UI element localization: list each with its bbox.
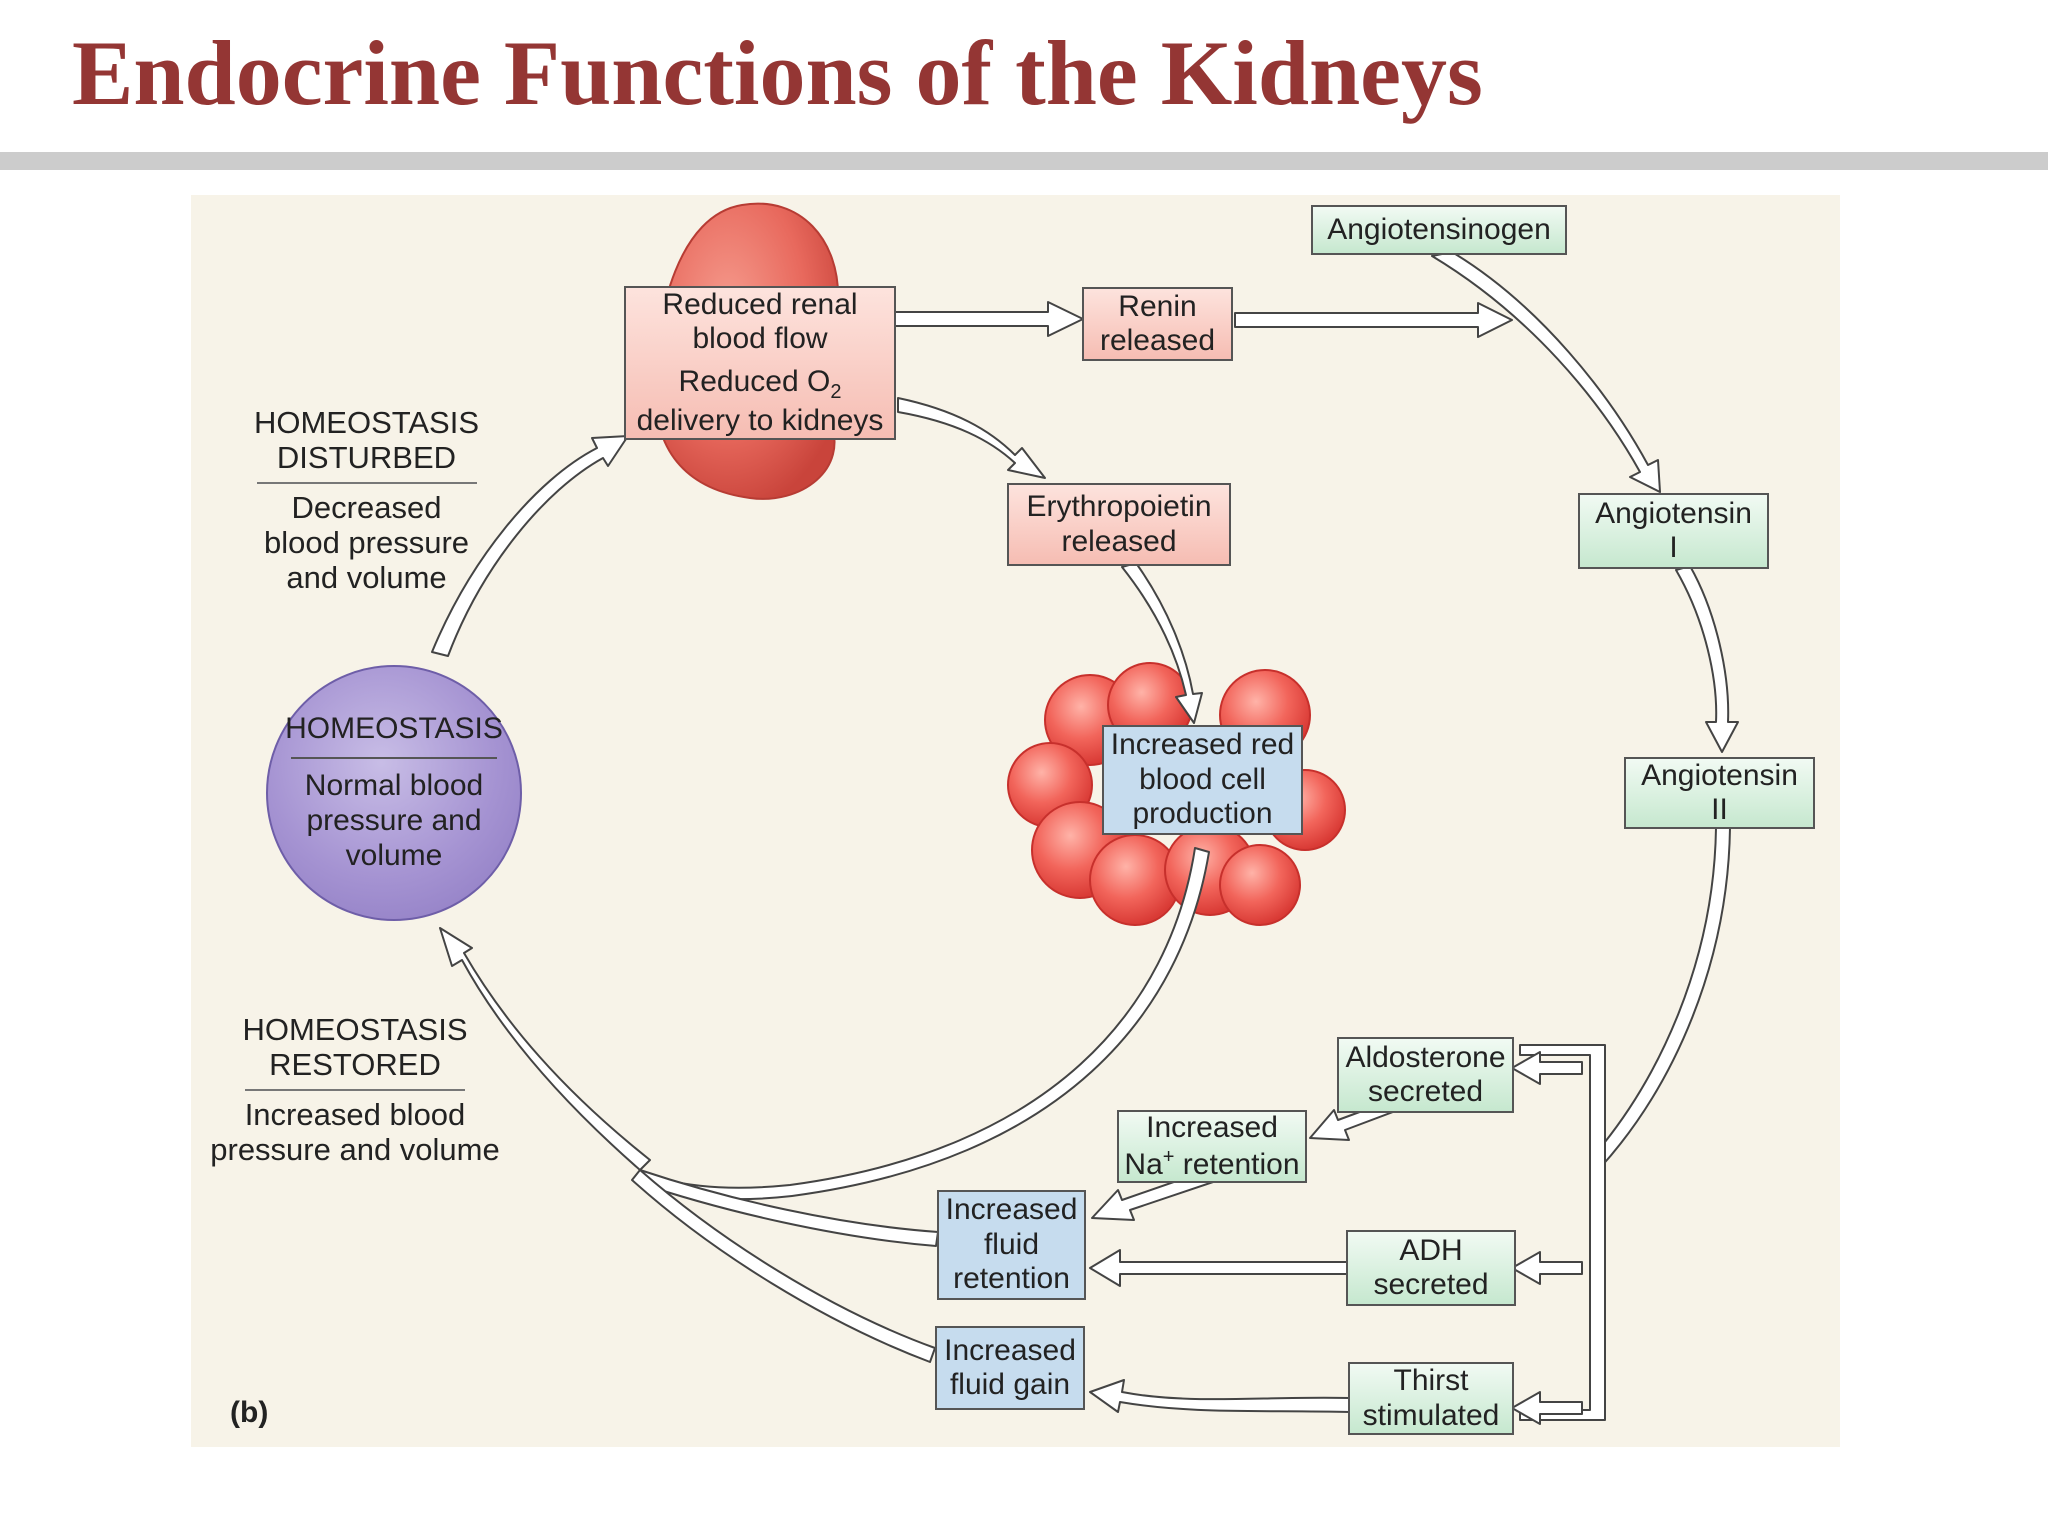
adh-line-1: ADH xyxy=(1399,1233,1463,1267)
homeostasis-body-line-3: volume xyxy=(345,838,443,872)
reduced-o2-line-2: delivery to kidneys xyxy=(636,403,884,437)
fluid-retention-box: Increased fluid retention xyxy=(937,1190,1086,1300)
homeostasis-rule xyxy=(290,757,498,760)
reduced-flow-line-2: blood flow xyxy=(692,322,828,356)
fluid-retention-line-1: Increased xyxy=(945,1193,1078,1227)
homeostasis-heading: HOMEOSTASIS xyxy=(285,712,503,746)
homeostasis-disturbed-label: HOMEOSTASIS DISTURBED Decreased blood pr… xyxy=(244,405,489,596)
renin-box: Renin released xyxy=(1082,287,1233,361)
angiotensinogen-box: Angiotensinogen xyxy=(1311,205,1567,255)
reduced-flow-box: Reduced renal blood flow Reduced O2 deli… xyxy=(624,286,896,440)
erythropoietin-box: Erythropoietin released xyxy=(1007,483,1231,566)
na-retention-box: Increased Na+ retention xyxy=(1117,1110,1307,1183)
adh-box: ADH secreted xyxy=(1346,1230,1516,1306)
aldosterone-line-1: Aldosterone xyxy=(1345,1040,1506,1074)
reduced-o2-line-1: Reduced O2 xyxy=(678,364,842,403)
arrow-homeostasis-to-kidney xyxy=(431,435,629,657)
restored-body-line-1: Increased blood xyxy=(244,1096,466,1132)
angiotensin-2-line-1: Angiotensin xyxy=(1641,758,1798,792)
arrow-to-erythropoietin xyxy=(897,397,1046,479)
restored-rule xyxy=(245,1088,465,1091)
thirst-line-1: Thirst xyxy=(1393,1364,1469,1397)
na-retention-line-2: Na+ retention xyxy=(1124,1145,1300,1181)
erythropoietin-line-2: released xyxy=(1061,524,1177,558)
slide-title: Endocrine Functions of the Kidneys xyxy=(72,22,1483,124)
rbc-line-2: blood cell xyxy=(1139,762,1266,796)
arrow-renin-out xyxy=(1234,302,1513,338)
renin-line-2: released xyxy=(1099,324,1216,357)
arrow-thirst-to-fluid-gain xyxy=(1089,1379,1351,1413)
aldosterone-box: Aldosterone secreted xyxy=(1337,1037,1514,1113)
reduced-flow-line-1: Reduced renal xyxy=(662,287,858,321)
na-retention-line-1: Increased xyxy=(1146,1111,1278,1144)
arrow-angiotensin-2-to-branch xyxy=(1589,827,1731,1169)
rbc-line-3: production xyxy=(1132,797,1273,831)
arrow-to-renin xyxy=(894,301,1084,337)
arrow-to-angiotensin-1 xyxy=(1431,251,1661,493)
arrow-to-thirst xyxy=(1511,1391,1583,1425)
arrow-adh-to-fluid-retention xyxy=(1089,1249,1349,1287)
disturbed-heading-line-2: DISTURBED xyxy=(276,440,457,476)
arrow-to-rbc xyxy=(1121,562,1203,724)
arrow-branch-distributor xyxy=(1519,1044,1606,1421)
aldosterone-line-2: secreted xyxy=(1367,1075,1484,1108)
rbc-line-1: Increased red xyxy=(1110,728,1295,762)
disturbed-heading-line-1: HOMEOSTASIS xyxy=(253,405,480,440)
homeostasis-restored-label: HOMEOSTASIS RESTORED Increased blood pre… xyxy=(205,1012,505,1167)
angiotensin-2-box: Angiotensin II xyxy=(1624,757,1815,829)
arrow-fluid-gain-to-homeostasis xyxy=(631,1169,936,1363)
arrow-to-adh xyxy=(1511,1251,1583,1285)
arrow-to-aldosterone xyxy=(1511,1051,1583,1085)
homeostasis-circle: HOMEOSTASIS Normal blood pressure and vo… xyxy=(266,665,522,921)
fluid-gain-line-2: fluid gain xyxy=(949,1368,1071,1401)
homeostasis-body-line-2: pressure and xyxy=(306,804,482,837)
fluid-retention-line-3: retention xyxy=(953,1262,1070,1296)
rbc-production-box: Increased red blood cell production xyxy=(1102,725,1303,835)
restored-heading-line-2: RESTORED xyxy=(269,1047,441,1083)
disturbed-body-line-2: blood pressure xyxy=(263,524,470,560)
angiotensin-1-box: Angiotensin I xyxy=(1578,493,1769,569)
renin-line-1: Renin xyxy=(1118,289,1197,323)
thirst-line-2: stimulated xyxy=(1362,1398,1500,1432)
disturbed-rule xyxy=(256,481,477,484)
angiotensin-2-line-2: II xyxy=(1711,793,1728,826)
thirst-box: Thirst stimulated xyxy=(1348,1362,1514,1435)
homeostasis-body-line-1: Normal blood xyxy=(304,769,484,803)
fluid-gain-box: Increased fluid gain xyxy=(935,1326,1085,1410)
restored-heading-line-1: HOMEOSTASIS xyxy=(242,1012,468,1047)
title-divider xyxy=(0,152,2048,170)
disturbed-body-line-1: Decreased xyxy=(291,489,442,525)
arrow-to-angiotensin-2 xyxy=(1675,565,1739,753)
fluid-retention-line-2: fluid xyxy=(983,1227,1040,1261)
restored-body-line-2: pressure and volume xyxy=(210,1131,500,1167)
angiotensinogen-label: Angiotensinogen xyxy=(1327,212,1551,246)
panel-label: (b) xyxy=(230,1396,269,1429)
adh-line-2: secreted xyxy=(1373,1268,1489,1301)
fluid-gain-line-1: Increased xyxy=(944,1333,1076,1367)
erythropoietin-line-1: Erythropoietin xyxy=(1026,490,1212,523)
angiotensin-1-line-1: Angiotensin xyxy=(1595,496,1752,530)
disturbed-body-line-3: and volume xyxy=(286,560,447,596)
angiotensin-1-line-2: I xyxy=(1669,531,1678,564)
arrow-converge-to-homeostasis xyxy=(439,927,651,1171)
